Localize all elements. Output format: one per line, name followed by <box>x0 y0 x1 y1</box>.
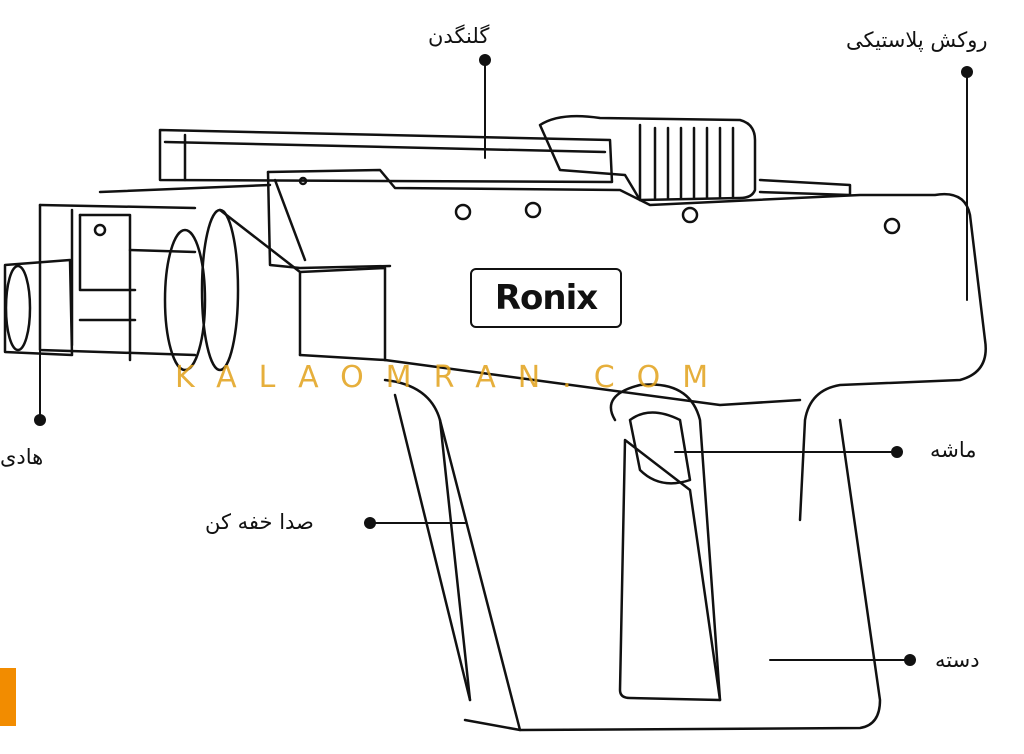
label-mashe: ماشه <box>930 438 977 462</box>
label-daste: دسته <box>935 648 980 672</box>
top-rail <box>158 128 614 184</box>
label-rokesh: روکش پلاستیکی <box>846 28 988 52</box>
brand-badge: Ronix <box>470 268 622 328</box>
bolt-handle <box>538 114 852 202</box>
leader-lines <box>39 59 968 661</box>
label-galangadan: گلنگدن <box>428 24 490 48</box>
barrel <box>3 183 387 372</box>
leader-dots <box>34 54 973 666</box>
label-hadi: هادی <box>0 445 44 469</box>
brand-name: Ronix <box>494 278 598 318</box>
label-sedakhafe: صدا خفه کن <box>205 510 314 534</box>
main-body <box>266 168 987 522</box>
grip <box>383 358 882 732</box>
corner-mark-icon <box>0 668 16 726</box>
trigger-guard <box>609 383 722 702</box>
watermark: KALAOMRAN.COM <box>175 360 731 395</box>
